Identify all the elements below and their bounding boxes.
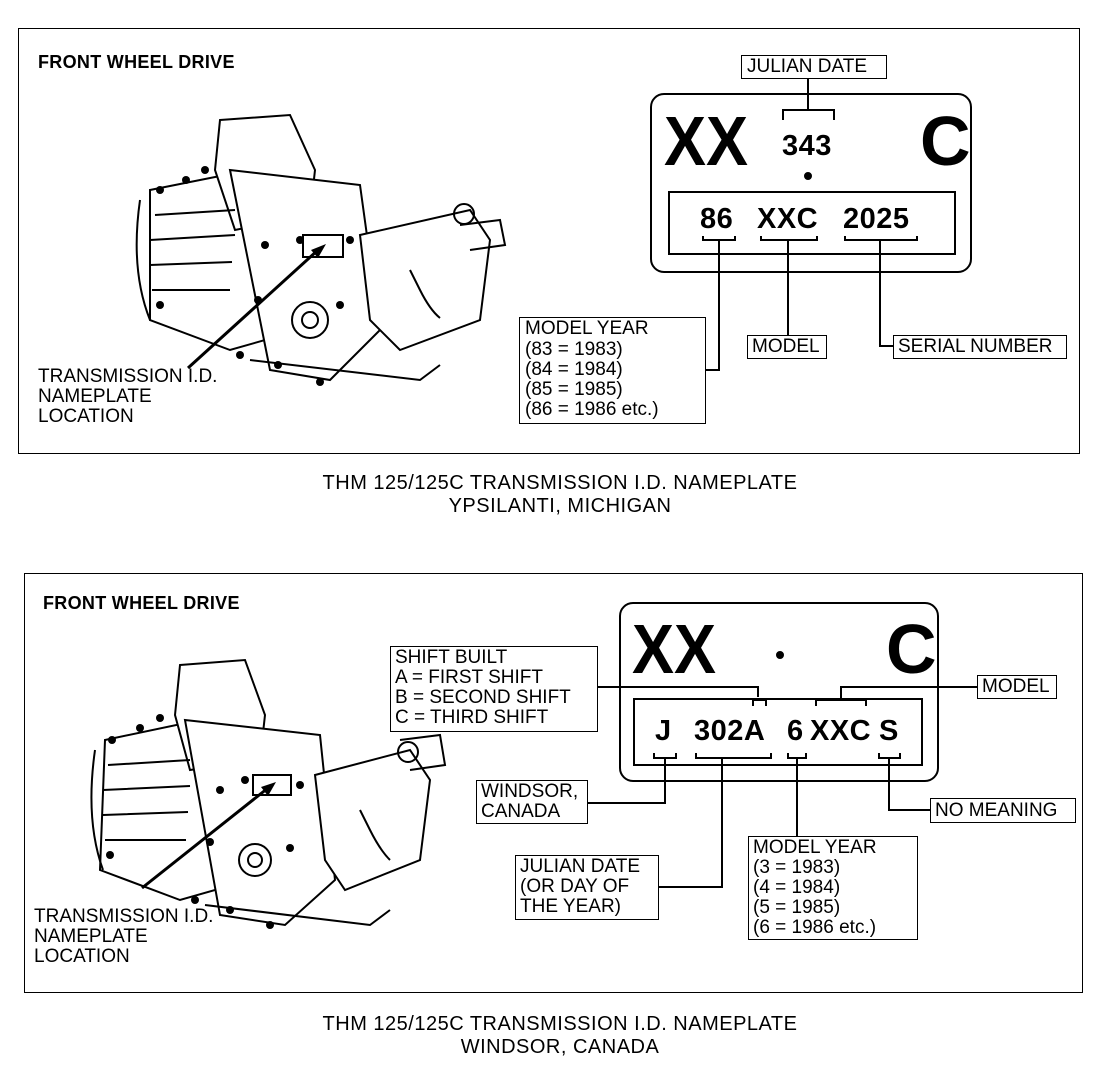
model-year-legend-title: MODEL YEAR [753,837,877,858]
julian-date-legend-line: JULIAN DATE [520,856,641,877]
model-callout: MODEL [747,335,827,359]
plate-serial-code: 2025 [843,203,910,235]
model-callout: MODEL [977,675,1057,699]
plate-julian-code: 302A [694,715,766,747]
plate-model-year-code: 86 [700,203,734,235]
nameplate-location-label-line3: LOCATION [38,406,134,427]
no-meaning-callout: NO MEANING [930,798,1076,823]
model-year-legend-line: (83 = 1983) [525,339,623,360]
model-year-legend-line: (86 = 1986 etc.) [525,399,659,420]
model-year-legend-title: MODEL YEAR [525,318,649,339]
model-year-legend-line: (85 = 1985) [525,379,623,400]
nameplate-location-label-line1: TRANSMISSION I.D. [34,906,214,927]
ypsilanti-diagram-panel [18,28,1080,454]
windsor-diagram-panel [24,573,1083,993]
ypsilanti-caption-line2: YPSILANTI, MICHIGAN [448,495,672,517]
no-meaning-callout-text: NO MEANING [935,800,1058,821]
model-year-legend: MODEL YEAR (3 = 1983) (4 = 1984) (5 = 19… [748,836,918,940]
nameplate-location-label-line3: LOCATION [34,946,130,967]
shift-built-title: SHIFT BUILT [395,647,508,668]
plate-shift-code: J [655,715,672,747]
model-year-legend-line: (84 = 1984) [525,359,623,380]
plate-inner-box [668,191,956,255]
shift-built-line: B = SECOND SHIFT [395,687,571,708]
julian-date-legend-line: THE YEAR) [520,896,622,917]
model-year-legend-line: (3 = 1983) [753,857,841,878]
ypsilanti-caption-line1: THM 125/125C TRANSMISSION I.D. NAMEPLATE [322,472,798,494]
plate-year-code: 6 [787,715,804,747]
plate-left-code: XX [664,102,749,180]
nameplate-location-label-line1: TRANSMISSION I.D. [38,366,218,387]
plate-julian-code: 343 [782,130,832,162]
model-year-legend-line: (5 = 1985) [753,897,841,918]
julian-date-callout-text: JULIAN DATE [747,56,868,77]
shift-built-line: A = FIRST SHIFT [395,667,543,688]
plate-right-code: C [886,610,937,688]
serial-number-callout-text: SERIAL NUMBER [898,336,1053,357]
nameplate-location-label-line2: NAMEPLATE [38,386,152,407]
windsor-nameplate [619,602,939,782]
front-wheel-drive-heading: FRONT WHEEL DRIVE [38,52,235,72]
julian-date-callout: JULIAN DATE [741,55,887,79]
windsor-canada-line1: WINDSOR, [481,781,579,802]
plate-inner-box [633,698,923,766]
shift-built-line: C = THIRD SHIFT [395,707,549,728]
julian-date-legend: JULIAN DATE (OR DAY OF THE YEAR) [515,855,659,920]
front-wheel-drive-heading: FRONT WHEEL DRIVE [43,593,240,613]
windsor-caption-line1: THM 125/125C TRANSMISSION I.D. NAMEPLATE [322,1013,798,1035]
nameplate-location-label-line2: NAMEPLATE [34,926,148,947]
model-callout-text: MODEL [752,336,820,357]
model-year-legend-line: (6 = 1986 etc.) [753,917,877,938]
julian-date-legend-line: (OR DAY OF [520,876,630,897]
plate-model-code: XXC [810,715,872,747]
windsor-canada-callout: WINDSOR, CANADA [476,780,588,824]
plate-no-meaning-code: S [879,715,899,747]
model-year-legend: MODEL YEAR (83 = 1983) (84 = 1984) (85 =… [519,317,706,424]
plate-right-code: C [920,102,971,180]
model-year-legend-line: (4 = 1984) [753,877,841,898]
ypsilanti-nameplate [650,93,972,273]
windsor-caption-line2: WINDSOR, CANADA [460,1036,660,1058]
plate-model-code: XXC [757,203,819,235]
plate-left-code: XX [632,610,717,688]
windsor-canada-line2: CANADA [481,801,561,822]
serial-number-callout: SERIAL NUMBER [893,335,1067,359]
shift-built-legend: SHIFT BUILT A = FIRST SHIFT B = SECOND S… [390,646,598,732]
model-callout-text: MODEL [982,676,1050,697]
